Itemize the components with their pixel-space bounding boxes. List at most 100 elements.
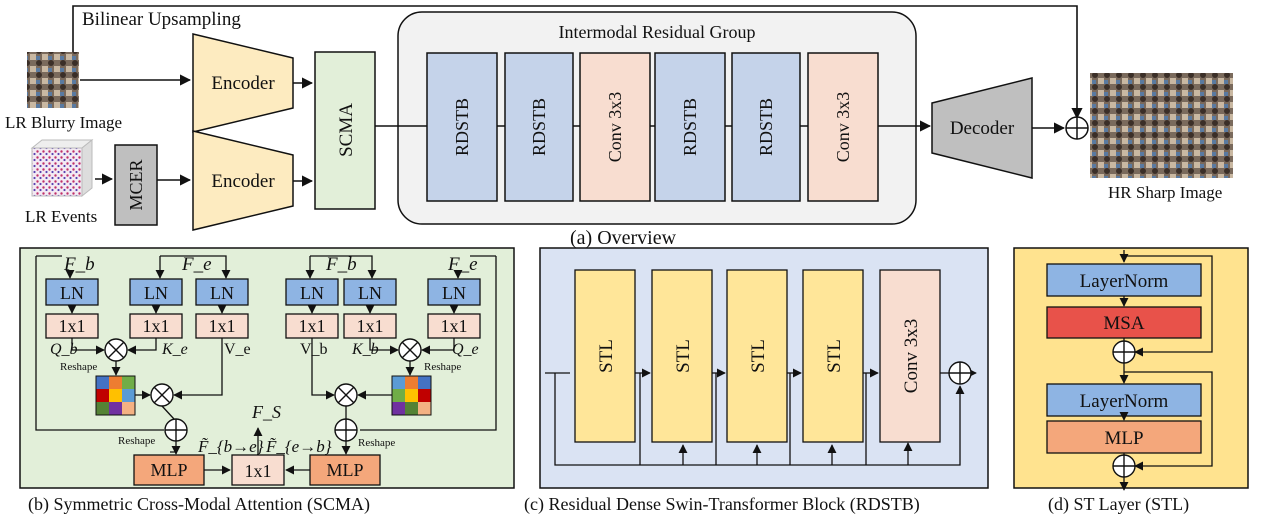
stl-block-1: [574, 269, 636, 443]
encoder-bottom-label: Encoder: [211, 171, 275, 192]
multiply-icon-4: [334, 383, 358, 407]
ln-label-2: LN: [144, 283, 168, 303]
ve-label: V_e: [224, 341, 251, 358]
rdstb-panel: STL STL STL STL Conv 3x3 (c) Residual De…: [524, 247, 989, 515]
stl-layernorm-2: [1046, 383, 1202, 417]
qe-label: Q_e: [452, 341, 479, 358]
rdstb-block-4: [731, 52, 801, 202]
ln-box-4: [285, 278, 339, 306]
fs-label: F_S: [251, 402, 281, 422]
mcer-label: MCER: [126, 159, 146, 210]
mlp-label-right: MLP: [326, 460, 363, 480]
attention-matrix-left: [95, 375, 136, 416]
rdstb-block-3: [654, 52, 726, 202]
stl-label-4: STL: [824, 339, 845, 373]
rdstb-conv-block: [879, 269, 941, 443]
ln-label-5: LN: [358, 283, 382, 303]
ln-box-1: [45, 278, 99, 306]
vb-label: V_b: [300, 341, 328, 358]
hr-sharp-image: [1090, 73, 1233, 178]
multiply-icon-2: [150, 383, 174, 407]
rdstb-block-2: [504, 52, 574, 202]
add-icon-scma-right: [334, 418, 358, 442]
fe-label-right: F_e: [447, 254, 478, 275]
ln-label-1: LN: [60, 283, 84, 303]
fb-label-left: F_b: [63, 254, 95, 275]
ln-label-6: LN: [442, 283, 466, 303]
decoder-label: Decoder: [950, 118, 1015, 139]
rdstb-label-2: RDSTB: [529, 98, 549, 156]
add-icon-rdstb: [948, 361, 972, 385]
encoder-top-label: Encoder: [211, 73, 275, 94]
stl-mlp-label: MLP: [1104, 428, 1143, 449]
stl-layernorm-label-1: LayerNorm: [1080, 271, 1169, 292]
conv-block-2: [807, 52, 879, 202]
ln-label-4: LN: [300, 283, 324, 303]
stl-layernorm-1: [1046, 263, 1202, 297]
scma-block: [314, 51, 376, 210]
stl-msa-label: MSA: [1103, 313, 1144, 334]
stl-block-4: [802, 269, 864, 443]
overview-caption: (a) Overview: [570, 227, 677, 249]
conv-label-2: Conv 3x3: [833, 92, 853, 163]
stl-mlp: [1046, 420, 1202, 454]
mlp-box-left: [133, 454, 205, 486]
rdstb-label-1: RDSTB: [452, 98, 472, 156]
fb-label-right: F_b: [325, 254, 357, 275]
fe-label-left: F_e: [181, 254, 212, 275]
conv1x1-label-6: 1x1: [441, 316, 468, 336]
encoder-top: [192, 33, 294, 133]
stl-block-3: [726, 269, 788, 443]
add-icon-overview: [1065, 116, 1089, 140]
stl-block-2: [651, 269, 713, 443]
residual-group-title: Intermodal Residual Group: [559, 22, 756, 42]
reshape-label-3: Reshape: [424, 361, 461, 373]
add-icon-stl-1: [1112, 340, 1136, 364]
qb-label: Q_b: [50, 341, 78, 358]
conv1x1-box-4: [285, 313, 339, 339]
add-icon-scma-left: [164, 418, 188, 442]
mcer-block: [114, 144, 158, 226]
fusion-conv-label: 1x1: [245, 461, 272, 481]
lr-events-image: [30, 138, 94, 198]
conv-label-1: Conv 3x3: [605, 92, 625, 163]
ke-label: K_e: [161, 341, 188, 358]
fe-to-b-label: F̃_{e→b}: [265, 437, 332, 456]
encoder-bottom: [192, 130, 294, 231]
ln-label-3: LN: [210, 283, 234, 303]
reshape-label-2: Reshape: [118, 435, 155, 447]
reshape-label-4: Reshape: [358, 437, 395, 449]
lr-blurry-image: [27, 52, 79, 108]
fusion-conv-box: [231, 454, 285, 486]
decoder-block: [931, 77, 1033, 179]
attention-matrix-right: [391, 375, 432, 416]
stl-label-3: STL: [748, 339, 769, 373]
upsample-label: Bilinear Upsampling: [82, 9, 241, 30]
conv-block-1: [579, 52, 651, 202]
conv1x1-box-3: [195, 313, 249, 339]
lr-blurry-label: LR Blurry Image: [5, 113, 122, 132]
rdstb-caption: (c) Residual Dense Swin-Transformer Bloc…: [524, 494, 920, 515]
scma-panel: F_b F_e F_b F_e LN LN LN LN LN LN: [19, 247, 515, 515]
stl-msa: [1046, 306, 1202, 339]
conv1x1-box-1: [45, 313, 99, 339]
conv1x1-label-5: 1x1: [357, 316, 384, 336]
stl-label-2: STL: [673, 339, 694, 373]
mlp-label-left: MLP: [150, 460, 187, 480]
rdstb-label-3: RDSTB: [680, 98, 700, 156]
scma-label: SCMA: [336, 103, 357, 157]
rdstb-block-1: [426, 52, 498, 202]
stl-layernorm-label-2: LayerNorm: [1080, 391, 1169, 412]
scma-caption: (b) Symmetric Cross-Modal Attention (SCM…: [28, 494, 370, 515]
hr-sharp-label: HR Sharp Image: [1108, 183, 1222, 202]
reshape-label-1: Reshape: [60, 361, 97, 373]
kb-label: K_b: [351, 341, 379, 358]
conv1x1-label-2: 1x1: [143, 316, 170, 336]
multiply-icon-1: [104, 338, 128, 362]
ln-box-6: [427, 278, 481, 306]
stl-caption: (d) ST Layer (STL): [1048, 494, 1189, 515]
conv1x1-label-3: 1x1: [209, 316, 236, 336]
stl-panel: LayerNorm MSA LayerNorm MLP (d) ST Layer…: [1013, 247, 1249, 515]
stl-label-1: STL: [596, 339, 617, 373]
